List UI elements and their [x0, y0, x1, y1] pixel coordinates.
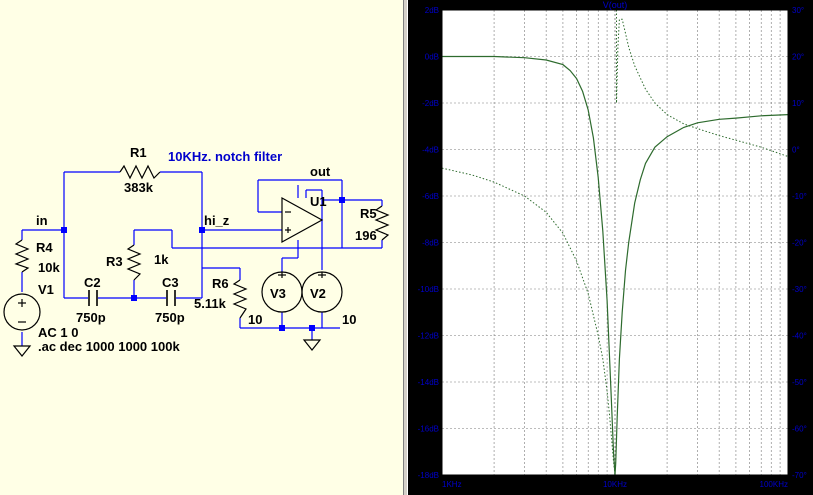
y-left-tick-label: -18dB — [418, 471, 439, 480]
schematic-canvas[interactable]: 10KHz. notch filter R1 383k out U1 R5 19… — [0, 0, 403, 495]
v1-name: V1 — [38, 282, 54, 297]
c2-name: C2 — [84, 275, 101, 290]
net-label-in: in — [36, 213, 48, 228]
r1-name: R1 — [130, 145, 147, 160]
schematic-pane[interactable]: 10KHz. notch filter R1 383k out U1 R5 19… — [0, 0, 403, 495]
y-left-tick-label: -4dB — [422, 146, 439, 155]
spice-directive: .ac dec 1000 1000 100k — [38, 339, 180, 354]
y-left-tick-label: 0dB — [425, 53, 439, 62]
plot-axes: 2dB 0dB -2dB -4dB -6dB -8dB -10dB -12dB -14dB -16… — [418, 6, 807, 489]
schematic-nodes — [61, 197, 345, 331]
resistor-r1[interactable] — [119, 164, 161, 180]
y-left-tick-label: -8dB — [422, 239, 439, 248]
plot-frame — [441, 9, 789, 476]
r4-value: 10k — [38, 260, 60, 275]
waveform-viewer-pane[interactable]: 2dB 0dB -2dB -4dB -6dB -8dB -10dB -12dB -14dB -16… — [408, 0, 813, 495]
resistor-r4[interactable] — [14, 239, 30, 273]
trace-phase-vout — [441, 10, 789, 476]
y-right-tick-label: -50° — [792, 378, 807, 387]
v2-value: 10 — [342, 312, 356, 327]
c2-value: 750p — [76, 310, 106, 325]
y-left-tick-label: -10dB — [418, 285, 439, 294]
y-right-tick-label: -20° — [792, 239, 807, 248]
plot-traces — [441, 10, 789, 476]
y-left-tick-label: -2dB — [422, 99, 439, 108]
voltage-source-v2[interactable] — [301, 271, 343, 313]
v1-spec: AC 1 0 — [38, 325, 78, 340]
trace-label-vout[interactable]: V(out) — [603, 0, 628, 10]
c3-value: 750p — [155, 310, 185, 325]
resistor-r5[interactable] — [374, 205, 390, 241]
schematic-note: 10KHz. notch filter — [168, 149, 282, 164]
c3-name: C3 — [162, 275, 179, 290]
capacitor-c2[interactable] — [88, 290, 98, 306]
net-label-out: out — [310, 164, 331, 179]
r5-value: 196 — [355, 228, 377, 243]
u1-name: U1 — [310, 194, 327, 209]
y-left-tick-label: -12dB — [418, 332, 439, 341]
capacitor-c3[interactable] — [166, 290, 176, 306]
y-right-tick-label: -70° — [792, 471, 807, 480]
y-left-tick-label: -16dB — [418, 425, 439, 434]
v3-value: 10 — [248, 312, 262, 327]
trace-magnitude-vout — [442, 55, 789, 476]
y-left-tick-label: -6dB — [422, 192, 439, 201]
y-right-tick-label: 30° — [792, 6, 804, 15]
r3-value: 1k — [154, 252, 169, 267]
waveform-canvas[interactable]: 2dB 0dB -2dB -4dB -6dB -8dB -10dB -12dB -14dB -16… — [408, 0, 813, 495]
y-right-tick-label: -10° — [792, 192, 807, 201]
y-right-tick-label: -60° — [792, 425, 807, 434]
y-left-tick-label: 2dB — [425, 6, 439, 15]
x-tick-label: 10KHz — [603, 480, 627, 489]
r5-name: R5 — [360, 206, 377, 221]
schematic-wires — [21, 171, 383, 346]
y-right-tick-label: 0° — [792, 146, 800, 155]
r6-name: R6 — [212, 276, 229, 291]
y-right-tick-label: -40° — [792, 332, 807, 341]
voltage-source-v1[interactable] — [3, 293, 41, 331]
ground-symbol — [12, 339, 322, 357]
y-left-tick-label: -14dB — [418, 378, 439, 387]
v2-name: V2 — [310, 286, 326, 301]
resistor-r6[interactable] — [232, 279, 248, 319]
x-tick-label: 100KHz — [760, 480, 788, 489]
x-tick-label: 1KHz — [442, 480, 462, 489]
y-right-tick-label: 10° — [792, 99, 804, 108]
pane-splitter[interactable] — [403, 0, 408, 495]
net-label-hi-z: hi_z — [204, 213, 230, 228]
opamp-u1[interactable] — [281, 196, 324, 244]
v3-name: V3 — [270, 286, 286, 301]
r6-value: 5.11k — [194, 296, 227, 311]
r3-name: R3 — [106, 254, 123, 269]
r4-name: R4 — [36, 240, 53, 255]
r1-value: 383k — [124, 180, 154, 195]
resistor-r3[interactable] — [126, 244, 142, 281]
y-right-tick-label: -30° — [792, 285, 807, 294]
y-right-tick-label: 20° — [792, 53, 804, 62]
